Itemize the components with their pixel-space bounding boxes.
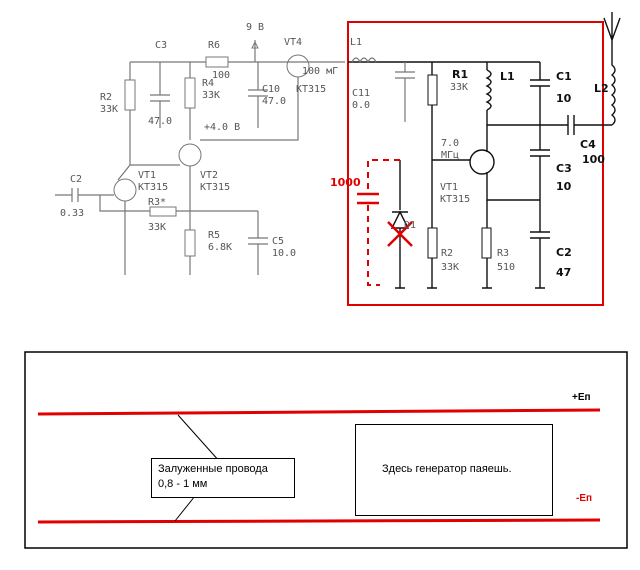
added-cap-value: 1000 xyxy=(330,176,361,189)
lc-c3: C3 xyxy=(155,40,167,51)
rc-c2: C2 xyxy=(556,246,572,259)
lc-c3-val: 47.0 xyxy=(148,116,172,127)
rc-r3-val: 510 xyxy=(497,262,515,273)
lc-r5-val: 6.8K xyxy=(208,242,232,253)
generator-note-text: Здесь генератор паяешь. xyxy=(382,463,512,475)
rc-c3-val: 10 xyxy=(556,180,572,193)
rc-r1-val: 33K xyxy=(450,82,468,93)
rc-c3: C3 xyxy=(556,162,572,175)
left-circuit: 9 В C3 R6 100 VT4 KT315 L1 100 мГ C11 0.… xyxy=(55,22,370,275)
wires-note: Залуженные провода 0,8 - 1 мм xyxy=(151,458,295,498)
rc-vt1-type: KT315 xyxy=(440,194,470,205)
minus-label: -Еп xyxy=(576,493,593,504)
lc-vt2: VT2 xyxy=(200,170,218,181)
lc-r6: R6 xyxy=(208,40,220,51)
rc-c4-val: 100 xyxy=(582,153,605,166)
lc-c11-val: 0.0 xyxy=(352,100,370,111)
lc-c10: C10 xyxy=(262,84,280,95)
pointer-line-top xyxy=(177,414,221,463)
rc-c1-val: 10 xyxy=(556,92,572,105)
lc-v4: +4.0 В xyxy=(204,122,240,133)
rc-mhz: MГц xyxy=(441,150,459,161)
lc-vt2-type: KT315 xyxy=(200,182,230,193)
rc-r2-val: 33K xyxy=(441,262,459,273)
lc-r3: R3* xyxy=(148,197,166,208)
rc-c2-val: 47 xyxy=(556,266,571,279)
rc-c1: C1 xyxy=(556,70,572,83)
rc-vt1: VT1 xyxy=(440,182,458,193)
rc-l1: L1 xyxy=(500,70,515,83)
lc-vt4: VT4 xyxy=(284,37,302,48)
lc-r6-val: 100 xyxy=(212,70,230,81)
rc-l2: L2 xyxy=(594,82,609,95)
right-circuit: 1000 R1 33K L1 C1 10 L2 C4 100 7.0 MГц V… xyxy=(330,12,621,306)
lc-c2-val: 0.33 xyxy=(60,208,84,219)
lc-vt1: VT1 xyxy=(138,170,156,181)
rc-d1: D1 xyxy=(404,220,416,231)
rc-r1: R1 xyxy=(452,68,468,81)
lc-vt4-type: KT315 xyxy=(296,84,326,95)
lc-c5-val: 10.0 xyxy=(272,248,296,259)
lc-c11: C11 xyxy=(352,88,370,99)
plus-rail xyxy=(37,408,601,416)
wires-note-line2: 0,8 - 1 мм xyxy=(158,478,208,490)
rc-r3: R3 xyxy=(497,248,509,259)
minus-rail xyxy=(37,518,601,524)
lc-r2: R2 xyxy=(100,92,112,103)
plus-label: +Еп xyxy=(572,392,591,403)
lc-r2-val: 33K xyxy=(100,104,118,115)
lc-c2: C2 xyxy=(70,174,82,185)
lc-r5: R5 xyxy=(208,230,220,241)
pointer-line-bottom xyxy=(174,495,196,522)
lc-r3-val: 33K xyxy=(148,222,166,233)
lc-c5: C5 xyxy=(272,236,284,247)
lc-vt1-type: KT315 xyxy=(138,182,168,193)
rc-c4: C4 xyxy=(580,138,596,151)
highlight-box xyxy=(347,21,604,306)
lc-l1-val: 100 мГ xyxy=(302,66,338,77)
lc-r4: R4 xyxy=(202,78,214,89)
lc-c10-val: 47.0 xyxy=(262,96,286,107)
lc-r4-val: 33K xyxy=(202,90,220,101)
rc-r2: R2 xyxy=(441,248,453,259)
lc-l1: L1 xyxy=(350,37,362,48)
supply-label: 9 В xyxy=(246,22,264,33)
rc-mhz-prefix: 7.0 xyxy=(441,138,459,149)
generator-note: Здесь генератор паяешь. xyxy=(355,424,553,516)
wires-note-line1: Залуженные провода xyxy=(158,463,268,475)
